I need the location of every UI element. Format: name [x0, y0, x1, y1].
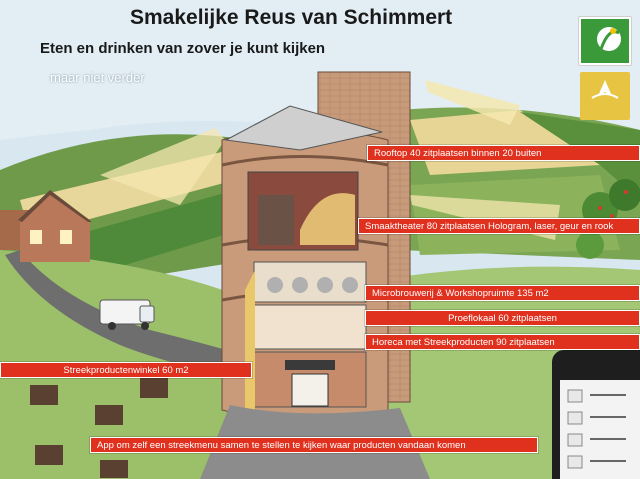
- zuidlimburg-logo-icon: [591, 80, 619, 99]
- zuidlimburg-logo: [580, 72, 630, 120]
- label-microbrouwerij: Microbrouwerij & Workshopruimte 135 m2: [365, 285, 640, 301]
- label-horeca: Horeca met Streekproducten 90 zitplaatse…: [365, 334, 640, 350]
- leader-logo: [578, 16, 632, 66]
- label-proeflokaal: Proeflokaal 60 zitplaatsen: [365, 310, 640, 326]
- label-rooftop: Rooftop 40 zitplaatsen binnen 20 buiten: [367, 145, 640, 161]
- page-tagline: maar niet verder: [50, 70, 145, 85]
- leader-logo-icon: [581, 19, 629, 63]
- page-subtitle: Eten en drinken van zover je kunt kijken: [40, 40, 326, 57]
- label-app: App om zelf een streekmenu samen te stel…: [90, 437, 538, 453]
- page-title: Smakelijke Reus van Schimmert: [130, 6, 453, 29]
- label-smaaktheater: Smaaktheater 80 zitplaatsen Hologram, la…: [358, 218, 640, 234]
- label-streekproductenwinkel: Streekproductenwinkel 60 m2: [0, 362, 252, 378]
